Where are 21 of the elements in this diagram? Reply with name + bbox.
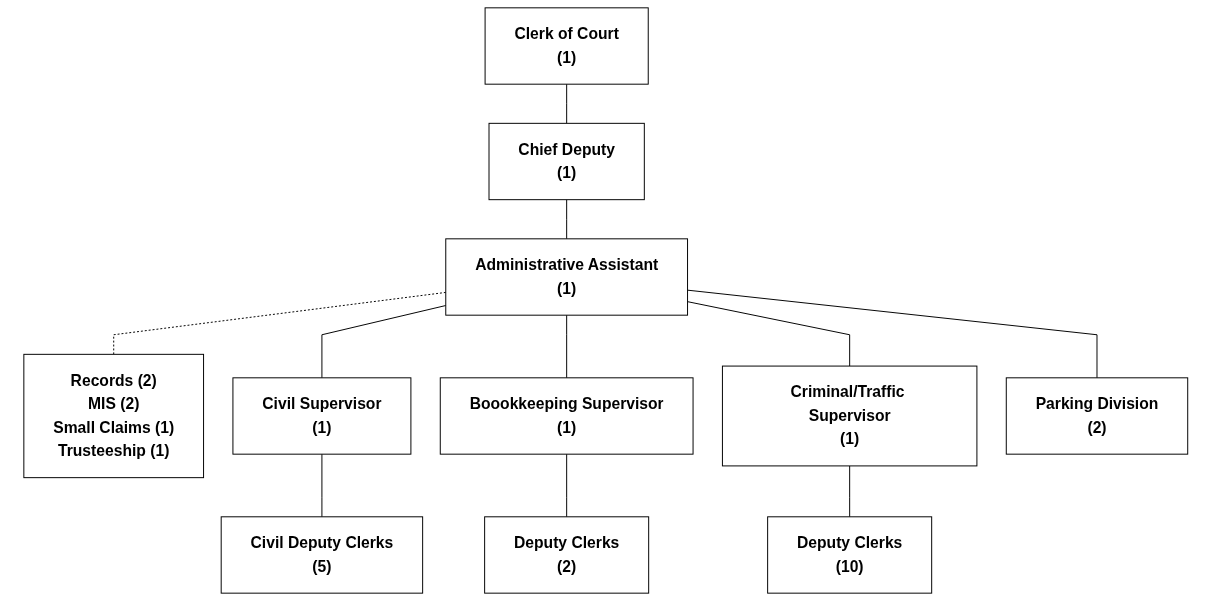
- connector: [321, 453, 323, 518]
- node-box: Civil Deputy Clerks (5): [220, 516, 423, 594]
- node-box: Boookkeeping Supervisor (1): [439, 377, 694, 455]
- node-box: Deputy Clerks (2): [483, 516, 649, 594]
- node-box: Civil Supervisor (1): [232, 377, 412, 455]
- connector: [565, 83, 567, 124]
- connector: [848, 465, 850, 518]
- connector: [565, 199, 567, 240]
- node-box: Administrative Assistant (1): [445, 238, 688, 316]
- connector: [112, 291, 446, 355]
- connector: [686, 301, 850, 367]
- node-box: Records (2) MIS (2) Small Claims (1) Trusteeship (1): [23, 353, 204, 479]
- node-box: Chief Deputy (1): [488, 122, 645, 201]
- connector: [686, 289, 1098, 379]
- node-box: Clerk of Court (1): [484, 7, 649, 85]
- node-box: Deputy Clerks (10): [766, 516, 932, 594]
- node-box: Criminal/Traffic Supervisor (1): [721, 365, 978, 467]
- connector: [565, 453, 567, 518]
- connector: [321, 305, 446, 379]
- connector: [565, 314, 567, 379]
- node-box: Parking Division (2): [1005, 377, 1188, 455]
